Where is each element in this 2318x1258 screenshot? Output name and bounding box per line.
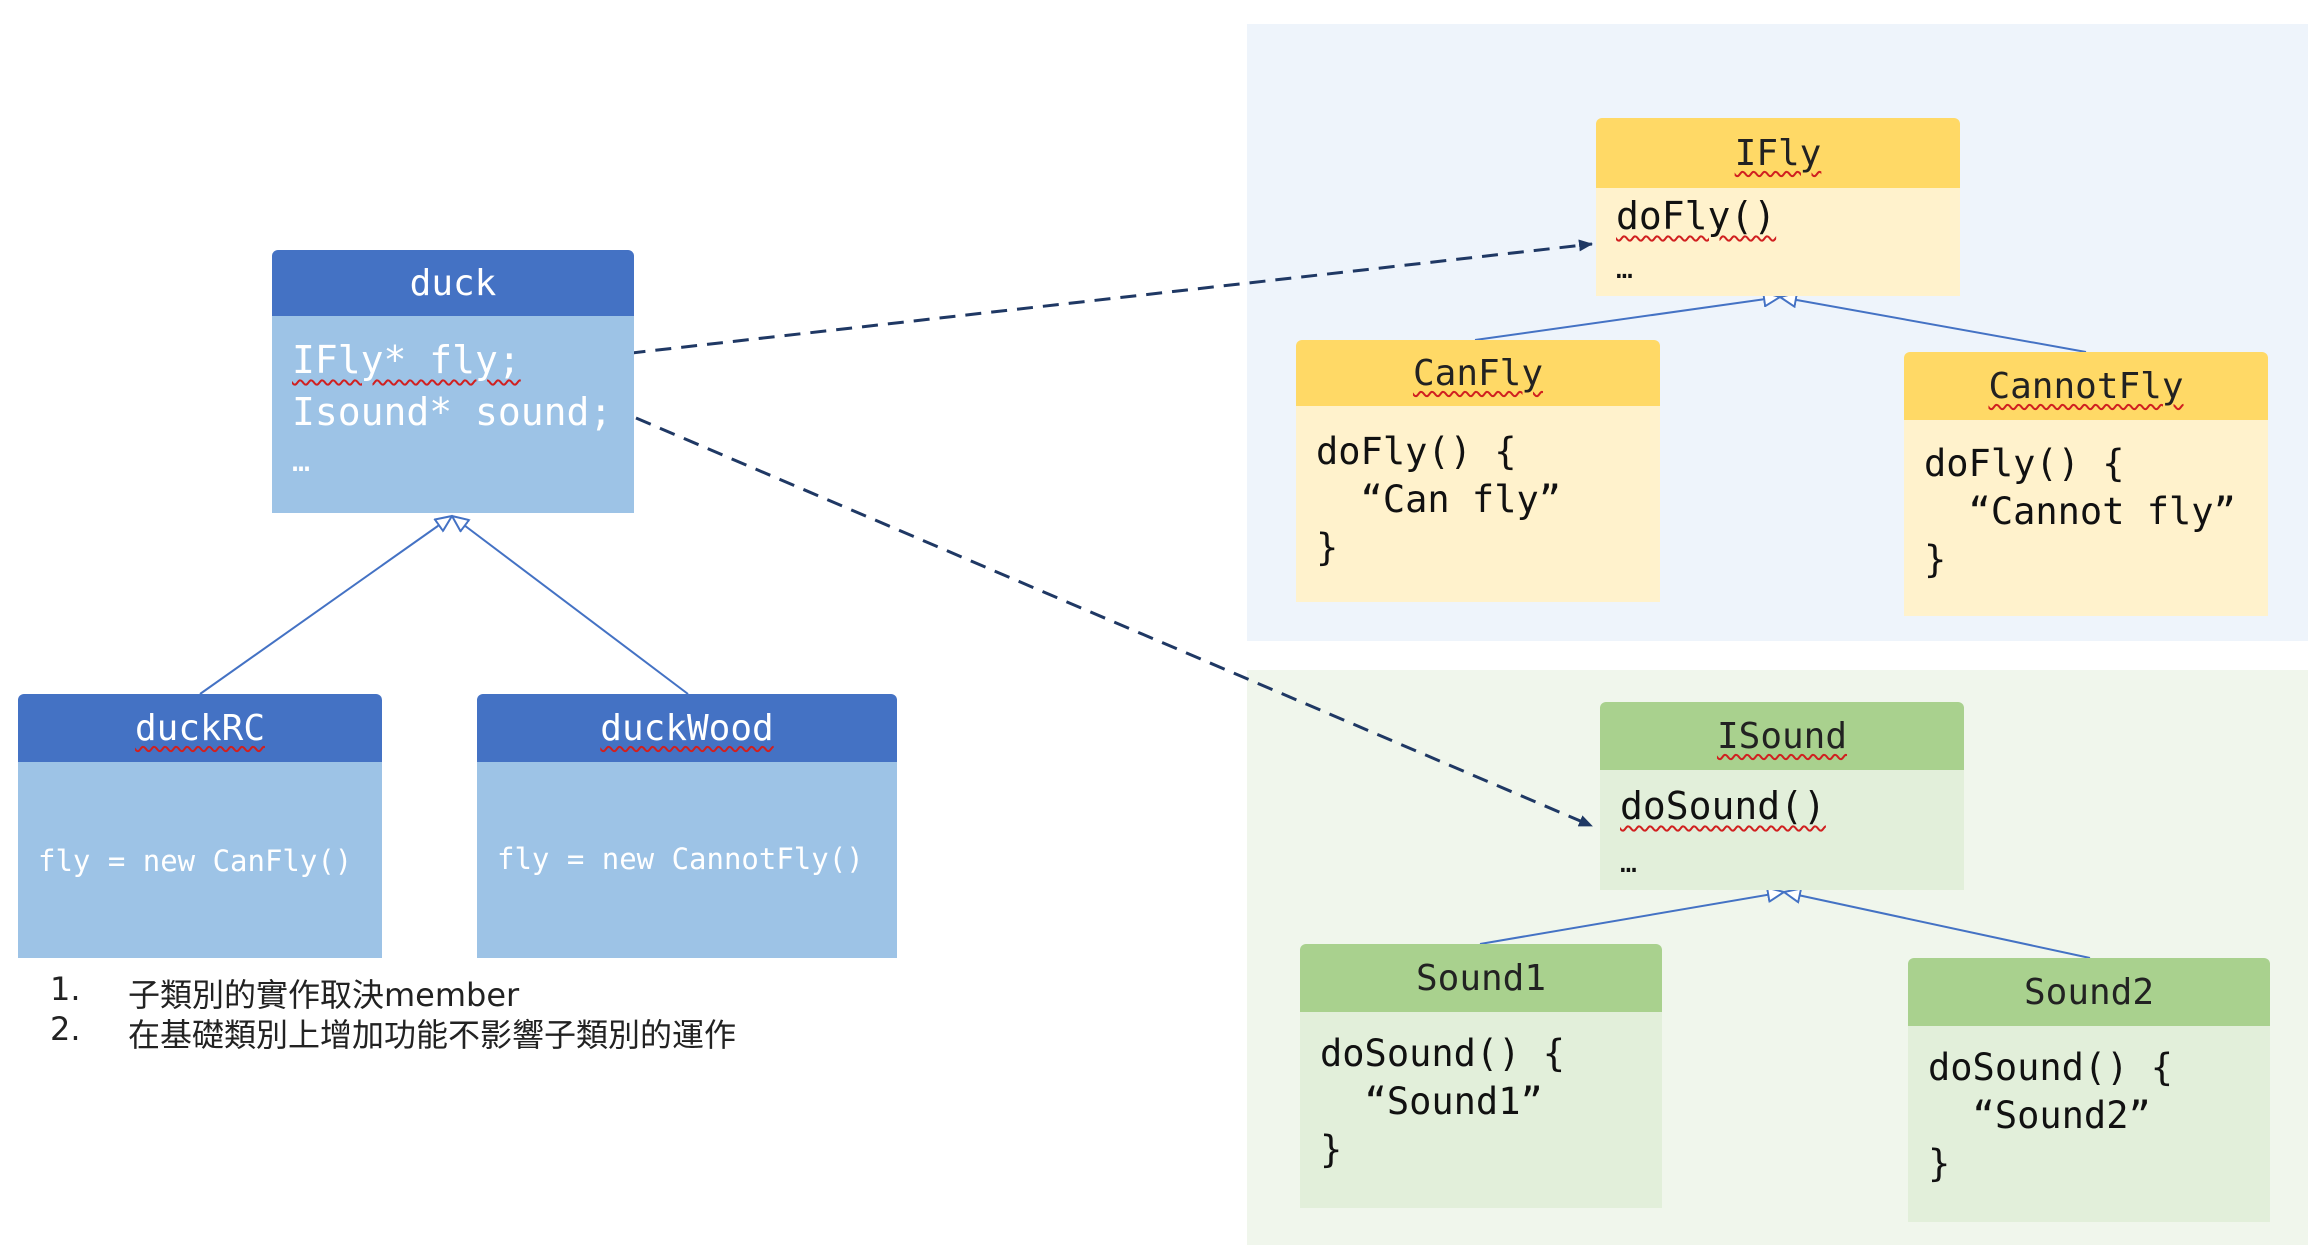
isound-interface: ISound doSound() … (1600, 702, 1964, 890)
canfly-code-line3: } (1316, 526, 1339, 569)
duck-member-more-text: … (292, 444, 311, 479)
canfly-code-line2: “Can fly” (1316, 478, 1562, 521)
sound1-code-line3: } (1320, 1128, 1343, 1171)
sound2-class: Sound2 doSound() { “Sound2” } (1908, 958, 2270, 1222)
duckwood-code: fly = new CannotFly() (497, 842, 864, 876)
cannotfly-code-line3: } (1924, 538, 1947, 581)
canfly-title: CanFly (1412, 352, 1544, 394)
sound2-code-line2: “Sound2” (1928, 1094, 2151, 1137)
isound-body: doSound() … (1600, 770, 1964, 890)
duckrc-header: duckRC (18, 694, 382, 762)
duck-to-ifly-arrow (551, 239, 1593, 364)
note-1-text: 子類別的實作取決member (128, 976, 520, 1014)
canfly-code-line1: doFly() { (1316, 430, 1517, 473)
canfly-body: doFly() { “Can fly” } (1296, 406, 1660, 602)
ifly-body: doFly() … (1596, 188, 1960, 296)
note-2-text: 在基礎類別上增加功能不影響子類別的運作 (128, 1016, 737, 1054)
duckwood-class: duckWood fly = new CannotFly() (477, 694, 897, 958)
sound2-code-line1: doSound() { (1928, 1046, 2174, 1089)
canfly-header: CanFly (1296, 340, 1660, 406)
sound1-title: Sound1 (1415, 957, 1547, 999)
duck-member-sound-text: Isound* sound; (292, 390, 613, 434)
duckwood-body: fly = new CannotFly() (477, 762, 897, 958)
cannotfly-code-line2: “Cannot fly” (1924, 490, 2236, 533)
ifly-member-more: … (1616, 252, 1633, 285)
sound1-body: doSound() { “Sound1” } (1300, 1012, 1662, 1208)
sound2-inherit-line (1784, 892, 2091, 959)
cannotfly-header: CannotFly (1904, 352, 2268, 420)
ifly-member-dofly-text: doFly() (1616, 194, 1777, 238)
isound-member-more: … (1620, 846, 1637, 879)
duckrc-body: fly = new CanFly() (18, 762, 382, 958)
ifly-title: IFly (1734, 132, 1822, 174)
duck-title: duck (409, 262, 497, 304)
note-1-number: 1. (50, 970, 81, 1008)
isound-member-dosound-text: doSound() (1620, 784, 1826, 828)
sound1-code-line2: “Sound1” (1320, 1080, 1543, 1123)
canfly-inherit-line (1474, 297, 1780, 341)
sound1-inherit-line (1479, 892, 1784, 945)
ifly-interface: IFly doFly() … (1596, 118, 1960, 296)
sound1-class: Sound1 doSound() { “Sound1” } (1300, 944, 1662, 1208)
ifly-member-dofly: doFly() (1616, 194, 1776, 238)
canfly-class: CanFly doFly() { “Can fly” } (1296, 340, 1660, 602)
duckwood-inherit-line (452, 516, 689, 695)
duckwood-header: duckWood (477, 694, 897, 762)
cannotfly-inherit-line (1780, 297, 2087, 353)
isound-header: ISound (1600, 702, 1964, 770)
isound-member-dosound: doSound() (1620, 784, 1826, 828)
ifly-header: IFly (1596, 118, 1960, 188)
duck-class: duck IFly* fly; Isound* sound; … (272, 250, 634, 513)
isound-title: ISound (1716, 715, 1848, 757)
note-2-number: 2. (50, 1010, 81, 1048)
duckrc-code: fly = new CanFly() (38, 844, 353, 878)
sound2-title: Sound2 (2023, 971, 2155, 1013)
duckwood-title: duckWood (600, 707, 774, 749)
sound1-header: Sound1 (1300, 944, 1662, 1012)
duck-member-sound: Isound* sound; (292, 390, 612, 434)
duck-member-fly-text: IFly* fly; (292, 338, 521, 382)
sound2-code-line3: } (1928, 1142, 1951, 1185)
duckrc-inherit-line (199, 516, 452, 695)
cannotfly-class: CannotFly doFly() { “Cannot fly” } (1904, 352, 2268, 616)
cannotfly-title: CannotFly (1988, 365, 2184, 407)
cannotfly-body: doFly() { “Cannot fly” } (1904, 420, 2268, 616)
duck-to-isound-arrow (635, 416, 1593, 828)
cannotfly-code-line1: doFly() { (1924, 442, 2125, 485)
duck-header: duck (272, 250, 634, 316)
duck-body: IFly* fly; Isound* sound; … (272, 316, 634, 513)
sound2-body: doSound() { “Sound2” } (1908, 1026, 2270, 1222)
sound1-code-line1: doSound() { (1320, 1032, 1566, 1075)
duckrc-title: duckRC (134, 707, 266, 749)
duck-member-more: … (292, 444, 310, 479)
duck-member-fly: IFly* fly; (292, 338, 521, 382)
sound2-header: Sound2 (1908, 958, 2270, 1026)
duckrc-class: duckRC fly = new CanFly() (18, 694, 382, 958)
